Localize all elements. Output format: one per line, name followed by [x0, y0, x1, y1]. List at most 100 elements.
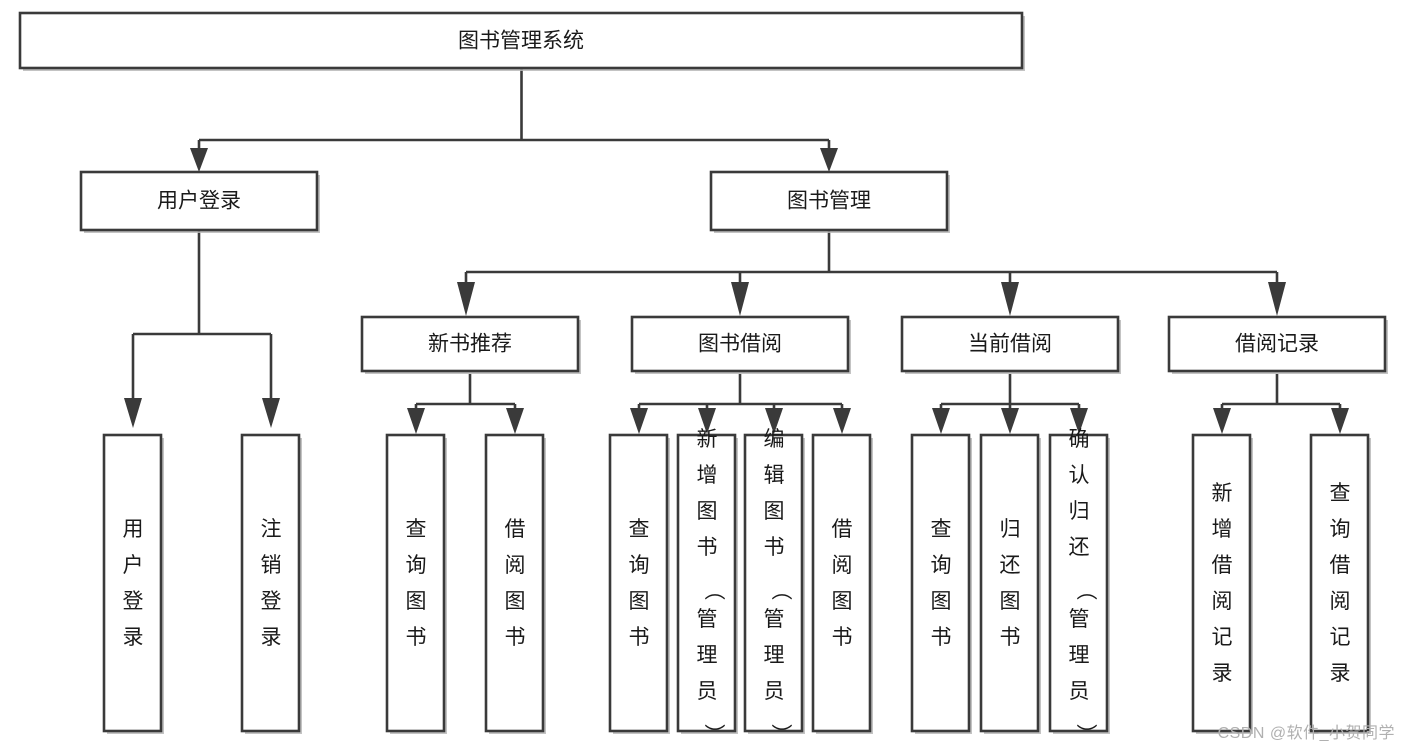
- svg-text:录: 录: [261, 626, 282, 649]
- svg-text:记: 记: [1212, 626, 1233, 649]
- svg-text:阅: 阅: [1330, 590, 1351, 613]
- svg-text:书: 书: [629, 626, 650, 649]
- connector-book-manage-bus: [464, 231, 1279, 288]
- node-book-borrow-box[interactable]: [630, 315, 850, 373]
- svg-text:图: 图: [1000, 590, 1021, 613]
- node-leaf-confirm-return-box[interactable]: [1048, 433, 1109, 733]
- svg-text:理: 理: [697, 644, 718, 667]
- node-user-login-box[interactable]: [79, 170, 319, 232]
- svg-text:）: ）: [769, 724, 792, 745]
- node-leaf-borrow-book-1-box[interactable]: [484, 433, 545, 733]
- arrow-to-leaf-add-record: [1213, 408, 1231, 434]
- node-current-borrow[interactable]: 当前借阅: [900, 315, 1121, 374]
- svg-text:销: 销: [261, 554, 282, 577]
- node-leaf-edit-book-box[interactable]: [743, 433, 804, 733]
- svg-text:（: （: [769, 580, 792, 601]
- node-book-manage[interactable]: 图书管理: [709, 170, 950, 233]
- node-leaf-return-book-box[interactable]: [979, 433, 1040, 733]
- svg-text:阅: 阅: [1212, 590, 1233, 613]
- svg-text:询: 询: [931, 554, 952, 577]
- node-root[interactable]: 图书管理系统: [18, 11, 1025, 71]
- svg-text:图: 图: [931, 590, 952, 613]
- svg-text:登: 登: [123, 590, 144, 613]
- node-leaf-add-book-box[interactable]: [676, 433, 737, 733]
- connector-root-bus: [197, 68, 831, 158]
- svg-text:登: 登: [261, 590, 282, 613]
- node-leaf-user-logout-box[interactable]: [240, 433, 301, 733]
- watermark-text: CSDN @软件_小贺同学: [1217, 725, 1395, 742]
- svg-text:查: 查: [1330, 482, 1351, 505]
- node-user-login-label: 用户登录: [157, 190, 241, 213]
- svg-text:图: 图: [764, 500, 785, 523]
- node-borrow-record-label: 借阅记录: [1235, 333, 1319, 356]
- svg-text:辑: 辑: [764, 464, 785, 487]
- svg-text:书: 书: [406, 626, 427, 649]
- node-book-manage-box[interactable]: [709, 170, 949, 232]
- svg-text:户: 户: [123, 554, 144, 577]
- node-current-borrow-box[interactable]: [900, 315, 1120, 373]
- arrow-to-leaf-user-login: [124, 398, 142, 428]
- svg-text:阅: 阅: [505, 554, 526, 577]
- svg-text:录: 录: [1330, 662, 1351, 685]
- node-leaf-query-record-box[interactable]: [1309, 433, 1370, 733]
- svg-text:注: 注: [261, 518, 282, 541]
- arrow-to-new-book-rec: [457, 282, 475, 316]
- svg-text:询: 询: [629, 554, 650, 577]
- svg-text:图: 图: [406, 590, 427, 613]
- node-new-book-rec[interactable]: 新书推荐: [360, 315, 581, 374]
- node-new-book-rec-label: 新书推荐: [428, 333, 512, 356]
- svg-text:查: 查: [406, 518, 427, 541]
- svg-text:用: 用: [123, 518, 144, 541]
- node-leaf-query-book-2-box[interactable]: [608, 433, 669, 733]
- node-leaf-user-login-label: 用户登录: [123, 518, 144, 649]
- node-user-login[interactable]: 用户登录: [79, 170, 320, 233]
- node-leaf-add-record-box[interactable]: [1191, 433, 1252, 733]
- svg-text:借: 借: [1330, 554, 1351, 577]
- arrow-to-leaf-edit-book: [765, 408, 783, 434]
- arrow-to-leaf-return-book: [1001, 408, 1019, 434]
- node-book-borrow-label: 图书借阅: [698, 333, 782, 356]
- node-book-borrow[interactable]: 图书借阅: [630, 315, 851, 374]
- connector-current-borrow-bus: [939, 374, 1081, 412]
- node-leaf-borrow-book-2-box[interactable]: [811, 433, 872, 733]
- node-leaf-query-book-1-box[interactable]: [385, 433, 446, 733]
- svg-text:新: 新: [1212, 482, 1233, 505]
- node-leaf-user-login[interactable]: 用户登录: [102, 433, 164, 734]
- node-root-box[interactable]: [18, 11, 1024, 70]
- node-borrow-record-box[interactable]: [1167, 315, 1387, 373]
- connector-user-login-bus: [131, 231, 273, 398]
- node-leaf-query-book-3-box[interactable]: [910, 433, 971, 733]
- svg-text:认: 认: [1069, 464, 1090, 487]
- arrow-to-borrow-record: [1268, 282, 1286, 316]
- node-new-book-rec-box[interactable]: [360, 315, 580, 373]
- node-borrow-record[interactable]: 借阅记录: [1167, 315, 1388, 374]
- arrow-to-book-manage: [820, 148, 838, 172]
- svg-text:查: 查: [931, 518, 952, 541]
- node-current-borrow-label: 当前借阅: [968, 333, 1052, 356]
- svg-text:阅: 阅: [832, 554, 853, 577]
- svg-text:归: 归: [1000, 518, 1021, 541]
- svg-text:（: （: [1074, 580, 1097, 601]
- connector-book-borrow-bus: [637, 374, 844, 412]
- node-leaf-user-login-box[interactable]: [102, 433, 163, 733]
- node-root-label: 图书管理系统: [458, 30, 584, 53]
